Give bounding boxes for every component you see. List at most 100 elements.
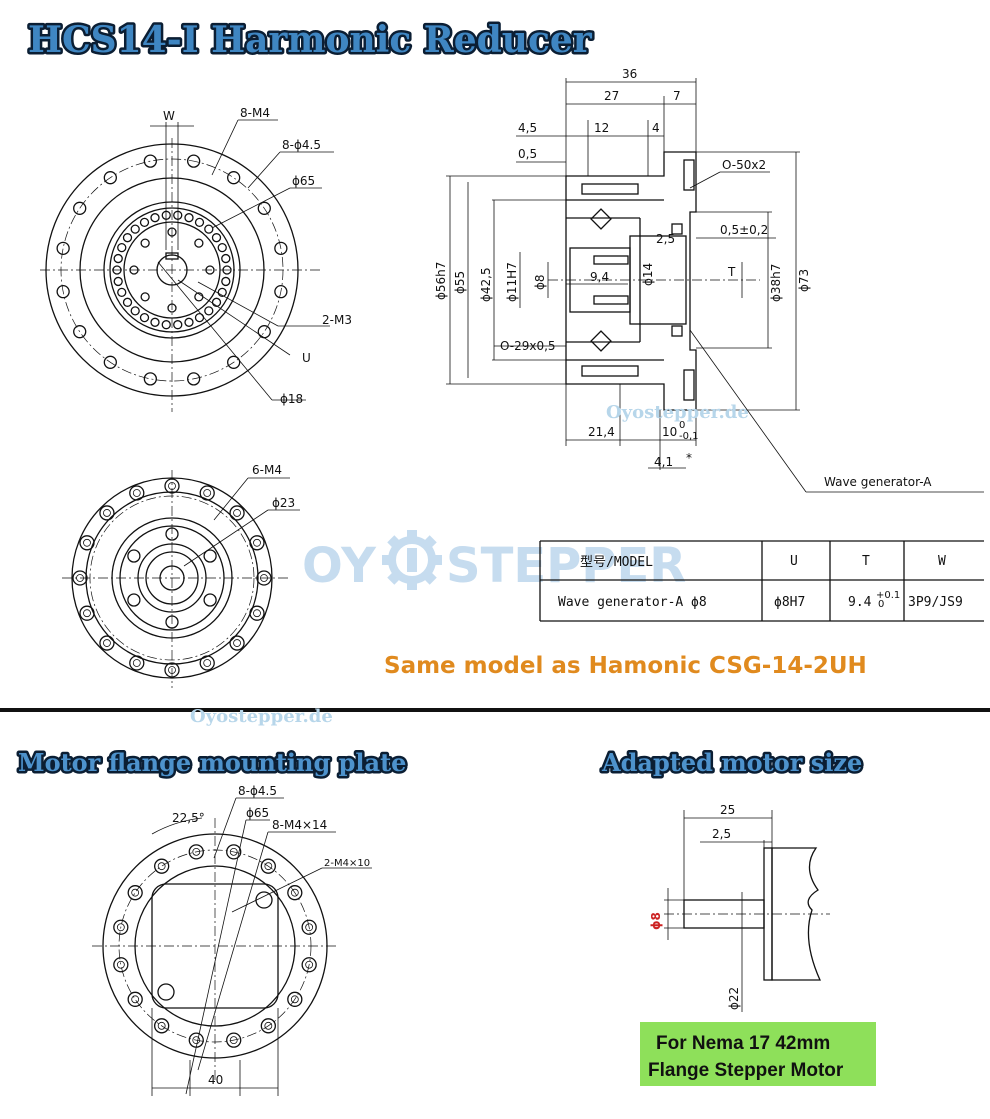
bolt-hole — [274, 285, 288, 299]
flange-hole — [154, 858, 170, 874]
dim-o-29x0-5: O-29x0,5 — [500, 339, 556, 353]
dim-12: 12 — [594, 121, 609, 135]
flange-hole — [301, 957, 317, 973]
flange-hole-inner — [229, 847, 238, 856]
flange-title: Motor flange mounting plate — [18, 748, 406, 777]
bearing-ball — [117, 242, 127, 253]
flange-m4-hole — [157, 983, 175, 1001]
motor-dim-d22: ϕ22 — [727, 987, 741, 1010]
bolt-hole — [143, 154, 157, 168]
bearing-ball — [173, 320, 183, 330]
flange-hole — [260, 858, 276, 874]
gear-tooth — [382, 555, 392, 565]
flange-hole — [127, 991, 143, 1007]
flange-hole-inner — [290, 888, 299, 897]
dim-d55: ϕ55 — [453, 271, 467, 294]
inner-hole — [194, 238, 204, 248]
rear-hole-inner — [253, 538, 261, 547]
rear-hole-inner — [83, 609, 91, 618]
rear-hole — [199, 485, 215, 501]
nema-note-box — [640, 1022, 876, 1086]
dim-d73: ϕ73 — [797, 269, 811, 292]
table-header-t: T — [862, 554, 870, 569]
bearing-ball — [211, 233, 222, 243]
dim-d23: ϕ23 — [272, 496, 295, 510]
bearing-ball — [150, 317, 160, 327]
same-model-note: Same model as Hamonic CSG-14-2UH — [384, 653, 867, 679]
rear-hole — [129, 485, 145, 501]
rear-hole — [199, 655, 215, 671]
rear-hole — [79, 535, 95, 551]
bearing-ball — [112, 265, 122, 275]
bolt-hole — [103, 355, 117, 369]
gear-tooth — [422, 570, 437, 585]
rear-hole-inner — [233, 509, 241, 517]
table-header-w: W — [938, 554, 946, 569]
rear-hole-inner — [233, 639, 241, 647]
flange-dim-22-5: 22,5° — [172, 811, 205, 825]
inner-hole — [140, 238, 150, 248]
dim-d8: ϕ8 — [533, 274, 547, 290]
flange-hole — [113, 919, 129, 935]
flange-hole-inner — [157, 1021, 166, 1030]
rear-hole — [99, 505, 115, 521]
bolt-hole — [187, 154, 201, 168]
rear-hole-inner — [168, 666, 176, 674]
dim-0-5: 0,5 — [518, 147, 537, 161]
rear-hole — [79, 605, 95, 621]
bearing-ball — [204, 224, 214, 234]
bearing-ball — [221, 253, 231, 264]
rear-m4-hole — [203, 549, 217, 563]
dim-t: T — [727, 265, 736, 279]
model-table: 型号/MODEL U T W Wave generator-A ϕ8 ϕ8H7 … — [539, 540, 984, 622]
rear-hole-inner — [260, 574, 268, 582]
inner-hole — [167, 303, 177, 313]
flange-hole — [260, 1018, 276, 1034]
table-header-model: 型号/MODEL — [580, 555, 653, 570]
bearing-ball — [161, 320, 171, 330]
flange-m4-hole — [255, 891, 273, 909]
flange-hole — [301, 919, 317, 935]
bearing-ball — [122, 297, 133, 307]
flange-hole-inner — [157, 862, 166, 871]
rear-hole — [249, 535, 265, 551]
table-cell-t-tol-up: +0.1 — [876, 590, 900, 601]
bolt-hole — [73, 201, 87, 215]
rear-hole-inner — [203, 659, 212, 667]
watermark-logo: OY STEPPER — [302, 530, 686, 594]
logo-gear-icon — [382, 530, 442, 590]
rear-hole — [249, 605, 265, 621]
rear-m4-hole — [127, 549, 141, 563]
inner-hole — [129, 265, 139, 275]
rear-m4-hole — [165, 615, 179, 629]
dim-4-5: 4,5 — [518, 121, 537, 135]
dim-6-m4: 6-M4 — [252, 463, 282, 477]
dim-o-50x2: O-50x2 — [722, 158, 766, 172]
dim-2-5: 2,5 — [656, 232, 675, 246]
logo-left-text: OY — [302, 538, 377, 594]
flange-hole-inner — [192, 1036, 201, 1045]
bolt-hole — [227, 171, 241, 185]
motor-size-drawing: 25 2,5 ϕ8 ϕ22 — [649, 803, 830, 1012]
flange-hole — [226, 1032, 242, 1048]
bearing-ball — [194, 312, 205, 323]
bolt-hole — [143, 372, 157, 386]
rear-m4-hole — [127, 593, 141, 607]
rear-hole-inner — [132, 659, 141, 667]
section-divider — [0, 708, 990, 712]
flange-hole-inner — [192, 847, 201, 856]
rear-view: 6-M4 ϕ23 — [62, 463, 300, 688]
rear-hole — [229, 505, 245, 521]
bolt-hole — [257, 201, 271, 215]
dim-d65: ϕ65 — [292, 174, 315, 188]
inner-hole — [167, 227, 177, 237]
rear-hole-inner — [168, 482, 176, 490]
bearing-ball — [150, 213, 160, 223]
flange-hole-inner — [305, 960, 314, 969]
flange-hole-inner — [229, 1036, 238, 1045]
dim-36: 36 — [622, 67, 637, 81]
dim-8-m4: 8-M4 — [240, 106, 270, 120]
motor-dim-d8: ϕ8 — [649, 912, 663, 930]
logo-right-text: STEPPER — [446, 538, 686, 594]
